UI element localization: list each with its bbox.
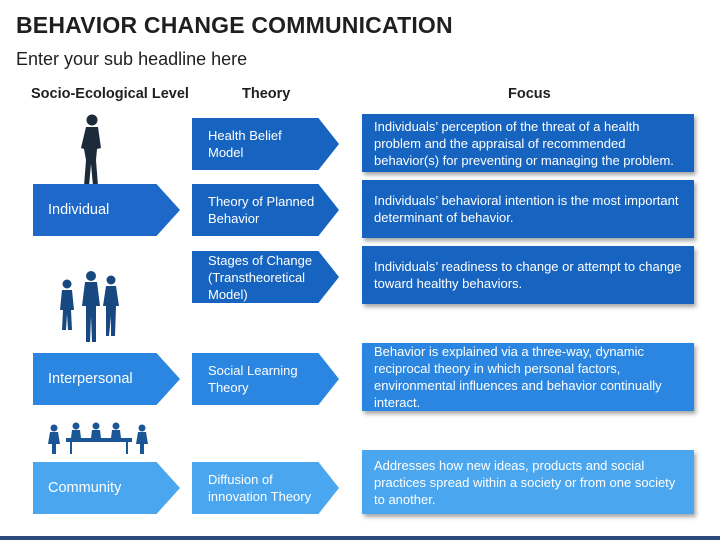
level-label: Interpersonal <box>48 371 133 387</box>
theory-item: Diffusion of innovation Theory <box>192 462 339 514</box>
meeting-table-icon <box>48 422 148 454</box>
header-focus: Focus <box>508 86 551 102</box>
page-subtitle: Enter your sub headline here <box>16 49 248 69</box>
level-interpersonal: Interpersonal <box>33 353 180 405</box>
single-person-icon <box>81 114 101 186</box>
theory-item: Stages of Change (Transtheoretical Model… <box>192 251 339 303</box>
theory-item: Social Learning Theory <box>192 353 339 405</box>
focus-box: Individuals’ behavioral intention is the… <box>362 180 694 238</box>
footer-bar <box>0 536 720 540</box>
level-individual: Individual <box>33 184 180 236</box>
level-label: Community <box>48 480 122 496</box>
header-theory: Theory <box>242 86 291 102</box>
theory-item: Health Belief Model <box>192 118 339 170</box>
level-community: Community <box>33 462 180 514</box>
group-of-people-icon <box>60 271 119 342</box>
theory-item: Theory of Planned Behavior <box>192 184 339 236</box>
focus-box: Individuals’ perception of the threat of… <box>362 114 694 172</box>
focus-box: Individuals’ readiness to change or atte… <box>362 246 694 304</box>
header-level: Socio-Ecological Level <box>31 86 189 102</box>
focus-box: Behavior is explained via a three-way, d… <box>362 343 694 411</box>
level-label: Individual <box>48 202 110 218</box>
focus-box: Addresses how new ideas, products and so… <box>362 450 694 514</box>
page-title: BEHAVIOR CHANGE COMMUNICATION <box>16 12 453 38</box>
